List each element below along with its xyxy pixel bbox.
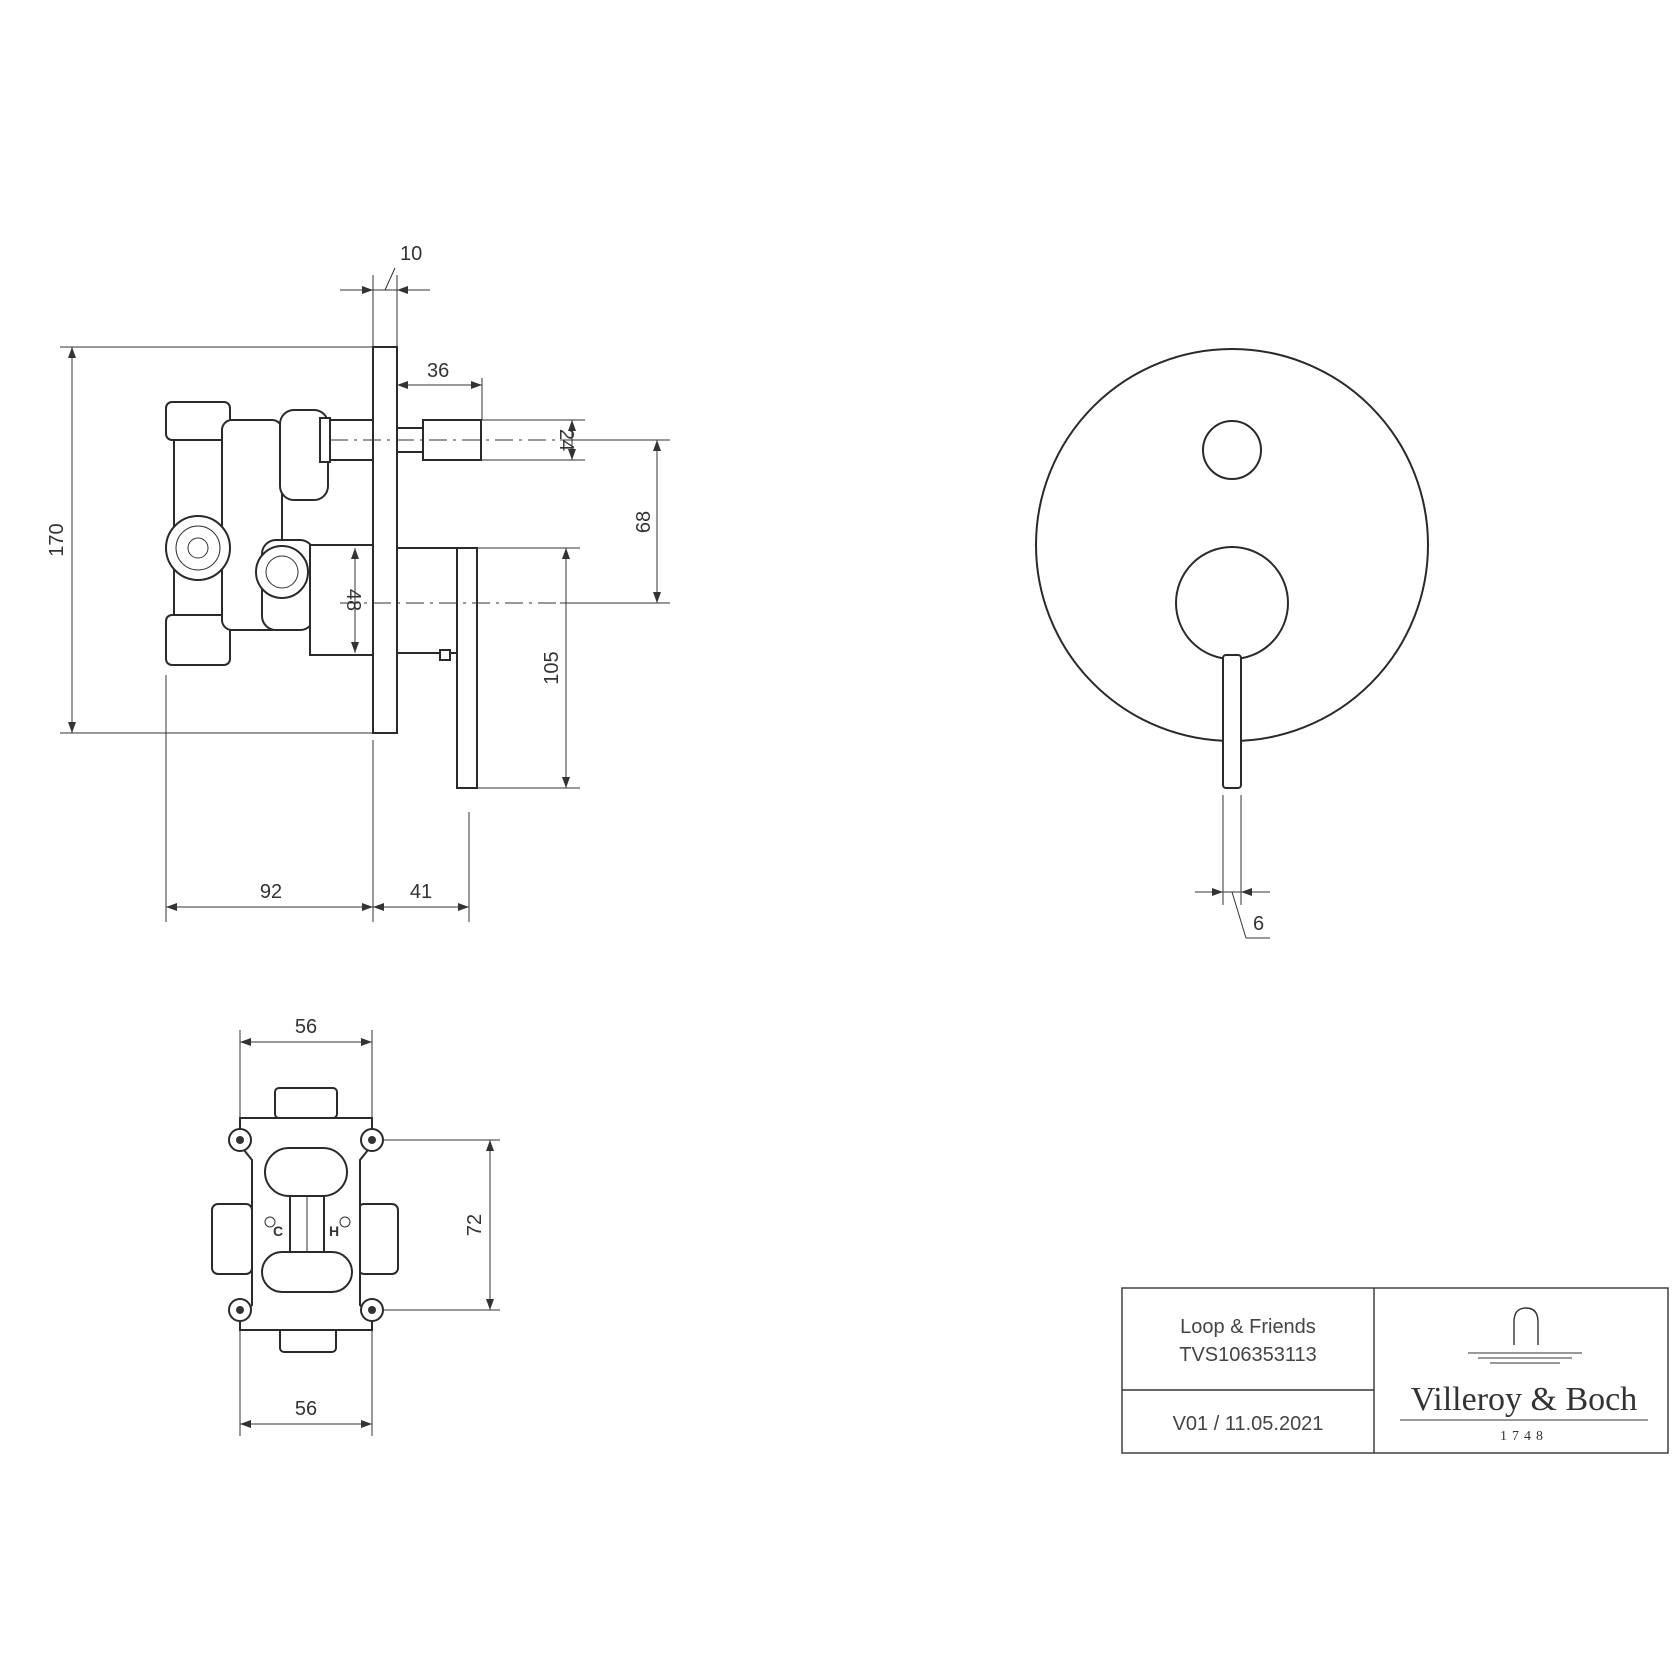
cold-mark: C — [273, 1223, 283, 1239]
dim-body-width-bottom: 56 — [295, 1398, 317, 1420]
title-block: Loop & Friends TVS106353113 V01 / 11.05.… — [1121, 1287, 1669, 1454]
dim-wall-depth: 92 — [260, 881, 282, 903]
concealed-body-side — [165, 401, 374, 666]
front-view: 6 — [1035, 348, 1429, 939]
dim-lever-length: 105 — [541, 651, 563, 684]
lever-side — [456, 547, 478, 789]
inlet-port-right — [255, 545, 309, 599]
dim-handle-offset: 36 — [427, 360, 449, 382]
product-series: Loop & Friends — [1180, 1316, 1316, 1338]
hot-mark: H — [329, 1223, 339, 1239]
cover-plate — [372, 346, 398, 734]
version-date: V01 / 11.05.2021 — [1173, 1413, 1324, 1435]
lever-hub-side — [396, 547, 458, 654]
brand-year: 1748 — [1500, 1429, 1548, 1444]
body-top-view: C H 56 56 72 — [211, 1016, 500, 1436]
dim-center-distance: 68 — [633, 511, 655, 533]
dim-mount-spacing: 72 — [464, 1214, 486, 1236]
dim-lever-hub: 48 — [342, 589, 364, 611]
brand-name: Villeroy & Boch — [1411, 1381, 1637, 1418]
dim-projection: 41 — [410, 881, 432, 903]
dim-lever-width: 6 — [1253, 913, 1264, 935]
brand-logo-icon — [1468, 1307, 1582, 1364]
lever-hub-front — [1175, 546, 1289, 660]
diverter-knob-front — [1202, 420, 1262, 480]
dim-plate-thickness: 10 — [400, 243, 422, 265]
dim-body-width-top: 56 — [295, 1016, 317, 1038]
dim-height-total: 170 — [46, 523, 68, 556]
article-number: TVS106353113 — [1179, 1344, 1317, 1366]
lever-front — [1222, 654, 1242, 789]
inlet-port-left — [165, 515, 231, 581]
side-view: 10 36 24 68 170 48 — [46, 243, 670, 922]
